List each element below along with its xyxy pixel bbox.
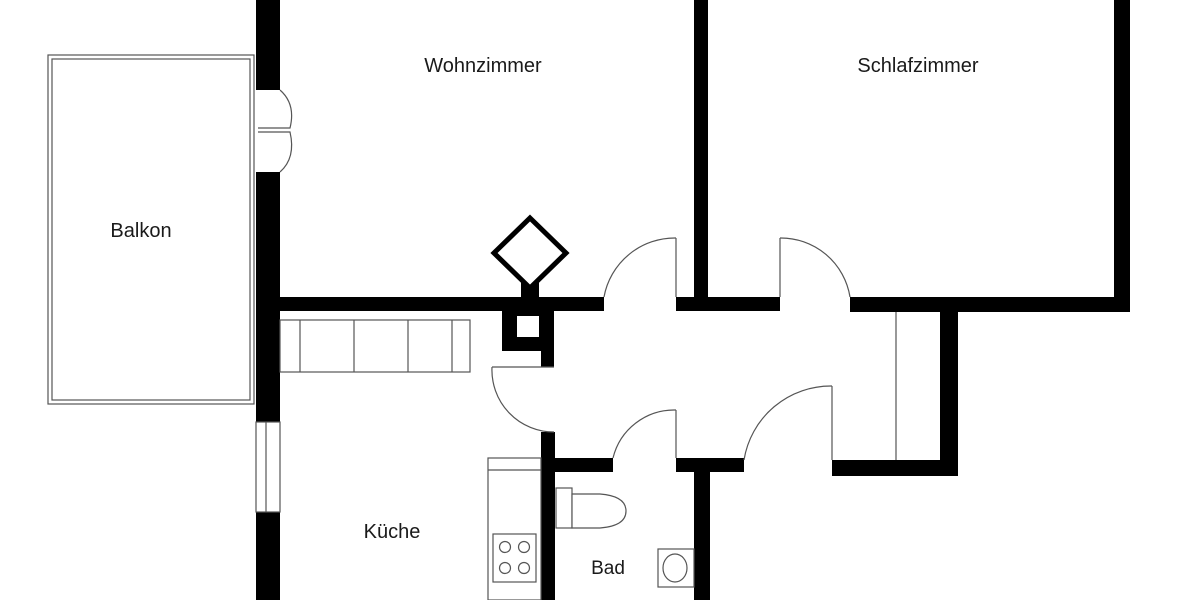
walls (256, 0, 1130, 600)
washbasin (657, 548, 695, 588)
balcony (47, 54, 255, 405)
kitchen-counter (487, 457, 542, 600)
toilet (555, 487, 627, 529)
kitchen-window (255, 421, 281, 513)
room-label-wohnzimmer: Wohnzimmer (424, 55, 542, 77)
room-label-schlafzimmer: Schlafzimmer (857, 55, 978, 77)
room-label-kueche: Küche (364, 521, 421, 543)
kitchen-shelf (279, 319, 471, 373)
balcony-door (258, 89, 293, 173)
door-swings (491, 237, 851, 461)
room-label-balkon: Balkon (110, 220, 171, 242)
room-label-bad: Bad (591, 558, 625, 579)
vent-symbol (490, 214, 570, 292)
